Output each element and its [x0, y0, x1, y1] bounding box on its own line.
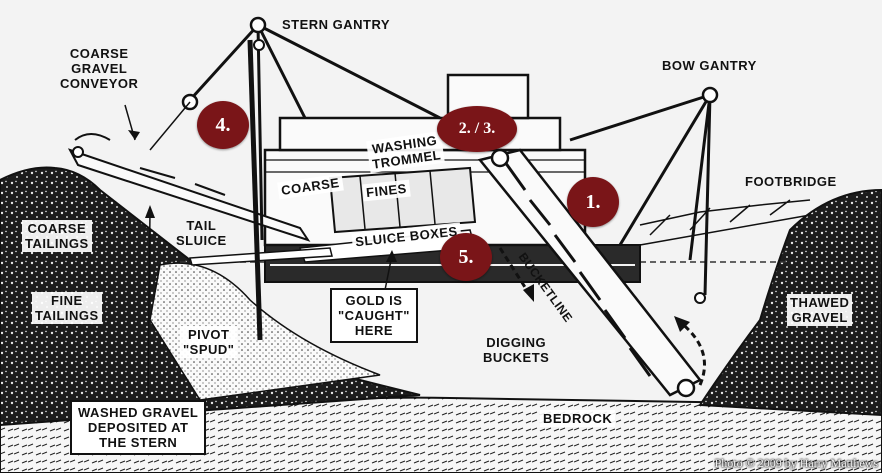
label-washed-gravel: WASHED GRAVEL DEPOSITED AT THE STERN — [70, 400, 207, 455]
label-stern-gantry: STERN GANTRY — [282, 17, 391, 32]
washed-gravel-pointer — [147, 209, 151, 396]
bow-gantry-sheave — [701, 86, 719, 104]
label-fine-tailings: FINE TAILINGS — [32, 292, 102, 324]
label-tail-sluice: TAIL SLUICE — [176, 218, 227, 248]
marker-step-5: 5. — [440, 233, 492, 281]
bow-gantry-frame — [569, 93, 712, 296]
gold-pointer-head — [386, 250, 397, 262]
label-thawed-gravel: THAWED GRAVEL — [787, 294, 853, 326]
photo-credit: Photo © 2009 by Harry Matthews — [714, 456, 878, 470]
stern-gantry-sheave — [249, 16, 267, 34]
label-coarse-tailings: COARSE TAILINGS — [22, 220, 92, 252]
digging-arrowhead — [523, 284, 534, 302]
label-digging-buckets: DIGGING BUCKETS — [483, 335, 550, 365]
label-pivot-spud: PIVOT "SPUD" — [180, 326, 238, 358]
label-coarse-gravel-conveyor: COARSE GRAVEL CONVEYOR — [60, 46, 139, 91]
upper-tumbler — [490, 148, 510, 168]
label-bow-gantry: BOW GANTRY — [662, 58, 757, 73]
marker-step-1: 1. — [567, 177, 619, 227]
pivot-spud-pole — [247, 39, 263, 341]
marker-step-4: 4. — [197, 101, 249, 149]
coarse-gravel-conveyor-belt — [67, 148, 311, 242]
conveyor-cable — [149, 101, 191, 151]
stern-gantry-frame — [188, 23, 441, 241]
conveyor-flow-arrows — [139, 167, 226, 196]
washed-gravel-pointer-head — [145, 205, 155, 218]
bucket-return-arrowhead — [674, 316, 690, 332]
conveyor-chute — [74, 133, 111, 141]
label-bedrock: BEDROCK — [540, 410, 616, 427]
marker-step-2-3: 2. / 3. — [437, 106, 517, 152]
footbridge-truss — [639, 199, 811, 246]
lower-tumbler — [676, 378, 696, 398]
label-gold-caught: GOLD IS "CAUGHT" HERE — [330, 288, 418, 343]
spud-sheave — [253, 39, 265, 51]
bucketline-buckets — [503, 161, 652, 377]
conveyor-pointer-head — [128, 130, 140, 140]
label-footbridge: FOOTBRIDGE — [745, 174, 837, 189]
bucket-return-arrow — [679, 320, 706, 386]
ladder-hanger-sheave — [694, 292, 706, 304]
tail-sluice-chute — [189, 247, 333, 266]
conveyor-head-pulley — [72, 146, 84, 158]
